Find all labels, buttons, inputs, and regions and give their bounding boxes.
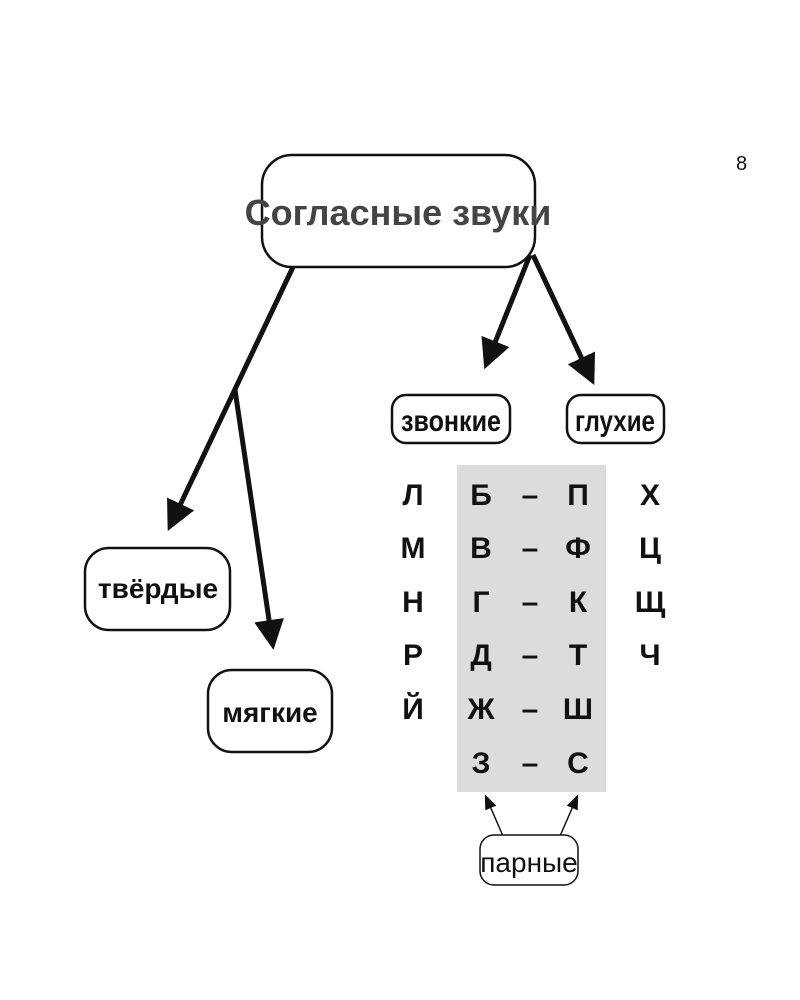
soft-label: мягкие <box>222 697 318 728</box>
paired-voiceless-letter: К <box>569 586 588 619</box>
root-label: Согласные звуки <box>245 192 552 233</box>
paired-label: парные <box>480 847 577 878</box>
paired-voiceless-letter: Т <box>569 639 587 672</box>
voiceless-node: глухие <box>565 393 666 445</box>
pair-dash: – <box>522 693 539 726</box>
paired-highlight <box>457 465 606 792</box>
voiced-node: звонкие <box>390 393 512 445</box>
soft-node: мягкие <box>206 668 334 754</box>
pair-dash: – <box>522 747 539 780</box>
pair-dash: – <box>522 479 539 512</box>
page-number: 8 <box>736 153 747 175</box>
voiceless-label: глухие <box>575 405 655 438</box>
arrow-to-voiceless <box>530 253 596 386</box>
unpaired-voiced-letter: Н <box>402 586 424 619</box>
root-node: Согласные звуки <box>245 153 552 269</box>
paired-node: парные <box>479 834 579 886</box>
unpaired-voiced-letter: Р <box>403 639 423 672</box>
arrow-to-hard <box>167 265 296 532</box>
unpaired-voiceless-letter: Х <box>640 479 660 512</box>
unpaired-voiceless-letter: Ц <box>639 532 661 565</box>
paired-voiced-letter: Б <box>470 479 492 512</box>
arrow-paired-right <box>559 794 579 837</box>
paired-voiceless-letter: Ш <box>563 693 593 726</box>
unpaired-voiced-letter: Й <box>402 692 424 726</box>
unpaired-voiced-letter: Л <box>402 479 423 512</box>
arrow-paired-left <box>484 794 504 837</box>
paired-voiced-letter: З <box>472 747 491 780</box>
paired-voiced-letter: Г <box>472 586 489 619</box>
voiced-label: звонкие <box>401 405 501 438</box>
paired-voiceless-letter: Ф <box>565 532 591 565</box>
paired-voiceless-letter: С <box>567 747 589 780</box>
pair-dash: – <box>522 639 539 672</box>
hard-node: твёрдые <box>83 546 232 632</box>
paired-voiced-letter: Д <box>470 639 491 672</box>
arrow-to-voiced <box>481 254 533 370</box>
unpaired-voiceless-letter: Ч <box>639 639 660 672</box>
unpaired-voiced-letter: М <box>401 532 426 565</box>
paired-voiced-letter: В <box>470 532 492 565</box>
pair-dash: – <box>522 586 539 619</box>
arrow-to-soft <box>232 389 284 650</box>
pair-dash: – <box>522 532 539 565</box>
paired-voiced-letter: Ж <box>466 693 495 726</box>
unpaired-voiceless-letter: Щ <box>635 586 666 619</box>
paired-voiceless-letter: П <box>567 479 589 512</box>
hard-label: твёрдые <box>98 573 218 604</box>
